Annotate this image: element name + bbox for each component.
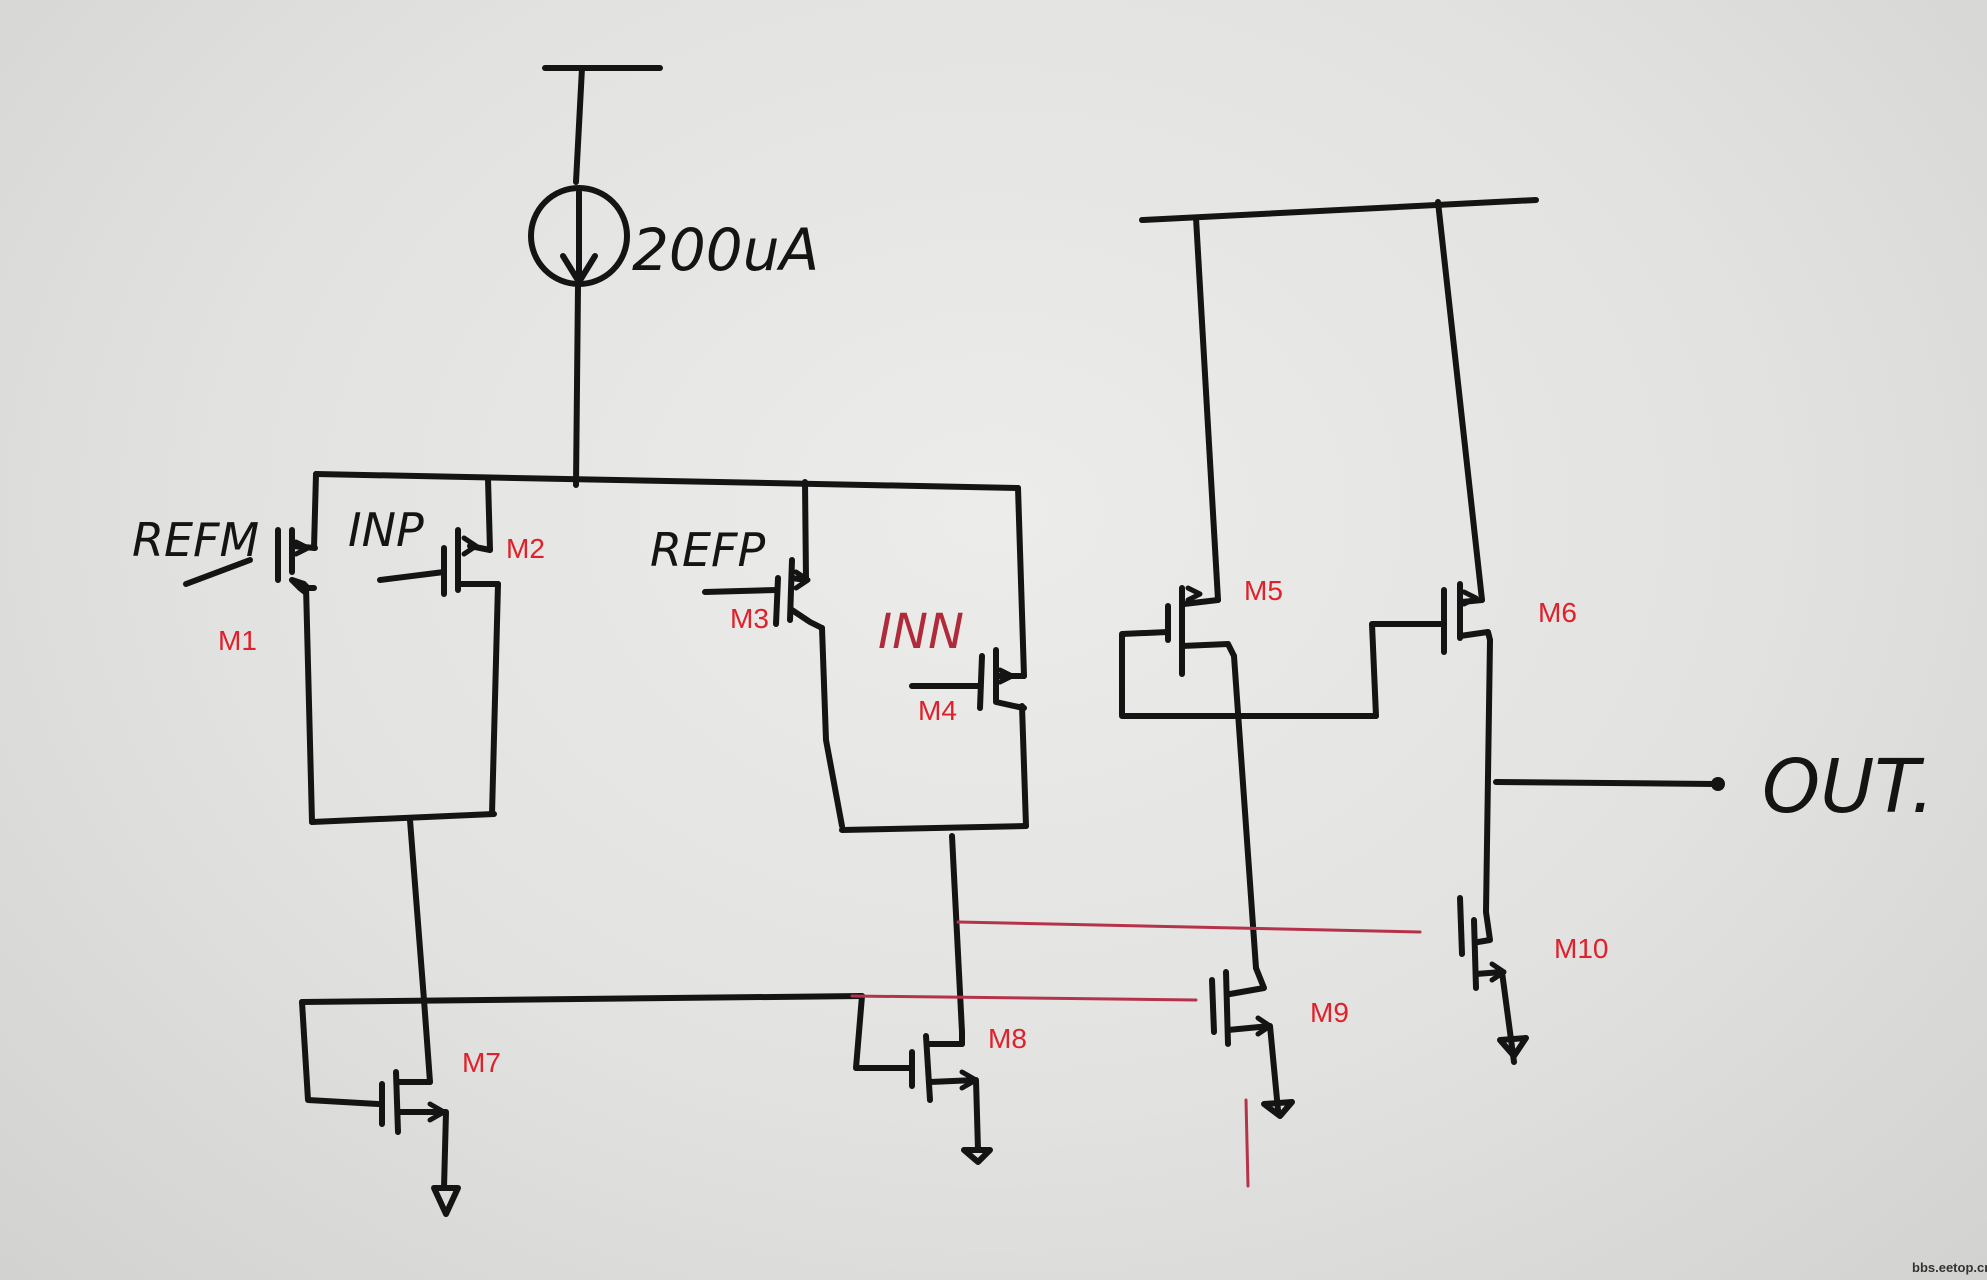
m9-ground-symbol: [1261, 1099, 1295, 1119]
transistor-m5: [1119, 585, 1379, 719]
vdd-to-source-wire: [573, 65, 585, 185]
transistor-m4: [909, 485, 1027, 711]
m7-ground-symbol: [431, 1185, 461, 1217]
m5-source-wire: [1193, 215, 1221, 603]
red-wire-to-m9-gate: [850, 994, 1198, 1002]
out-label: OUT.: [1762, 744, 1934, 830]
current-source-label: 200uA: [632, 216, 819, 284]
m10-ground-symbol: [1497, 1035, 1529, 1059]
current-source-arrow-head: [560, 253, 598, 285]
transistor-m9: [1209, 965, 1295, 1119]
m4-drain-wire: [1019, 703, 1029, 829]
red-stray-mark: [1244, 1098, 1250, 1188]
m3-label: M3: [730, 603, 769, 634]
m6-drain-wire: [1483, 637, 1493, 915]
refp-label: REFP: [650, 523, 765, 577]
left-output-wire: [407, 817, 427, 1003]
out-terminal-dot: [1711, 777, 1725, 791]
source-to-tail-wire: [573, 283, 581, 488]
m7-label: M7: [462, 1047, 501, 1078]
m6-source-wire: [1435, 199, 1485, 603]
m2-label: M2: [506, 533, 545, 564]
transistor-m7: [299, 993, 865, 1217]
transistor-m10: [1457, 895, 1529, 1065]
m5-drain-wire: [1231, 653, 1259, 971]
m5-label: M5: [1244, 575, 1283, 606]
current-source-200ua: [528, 185, 630, 287]
refm-label: REFM: [132, 513, 259, 567]
right-drains-join-wire: [839, 823, 1029, 833]
watermark: bbs.eetop.cn: [1912, 1260, 1987, 1275]
transistor-m8: [853, 993, 993, 1165]
m2-drain-wire: [489, 581, 501, 817]
m1-drain-wire: [303, 583, 315, 825]
m1-label: M1: [218, 625, 257, 656]
inn-label: INN: [878, 604, 964, 660]
transistor-m2: [377, 476, 501, 597]
tail-node-wire: [313, 471, 1021, 491]
m3-drain-wire: [819, 625, 845, 829]
transistor-m3: [702, 479, 825, 631]
left-drains-join-wire: [309, 811, 497, 825]
inp-label: INP: [348, 503, 424, 557]
m6-label: M6: [1538, 597, 1577, 628]
transistor-m1: [183, 471, 319, 595]
m9-label: M9: [1310, 997, 1349, 1028]
m10-label: M10: [1554, 933, 1608, 964]
vdd-rail-right: [1139, 197, 1539, 223]
out-wire: [1493, 779, 1717, 787]
m4-label: M4: [918, 695, 957, 726]
m8-ground-symbol: [961, 1147, 993, 1165]
right-output-wire: [949, 833, 965, 1035]
transistor-m6: [1369, 581, 1493, 719]
m8-label: M8: [988, 1023, 1027, 1054]
red-wire-to-m10-gate: [956, 920, 1422, 934]
